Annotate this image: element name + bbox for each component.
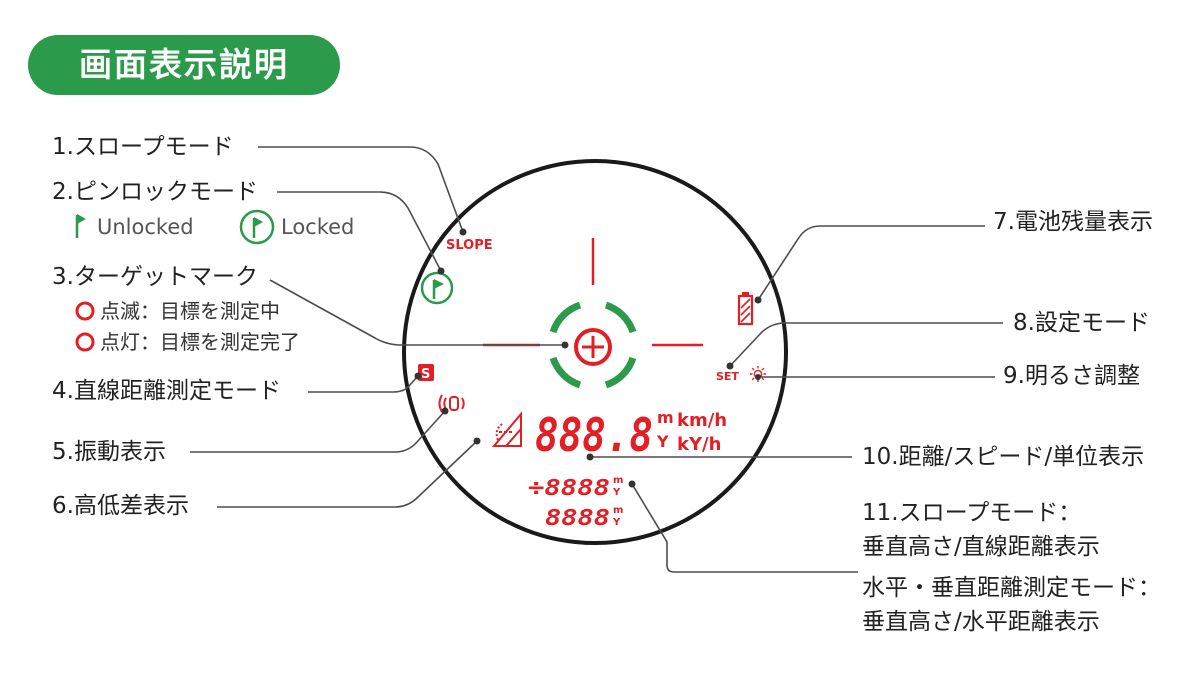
label-locked: Locked [281, 215, 355, 239]
label-target-blinking: 点滅：目標を測定中 [100, 299, 280, 323]
label-target-mark: 3.ターゲットマーク [52, 264, 258, 290]
label-slope-mode-sub-4: 垂直高さ/水平距離表示 [862, 609, 1100, 635]
unit-yard: Y [656, 432, 669, 451]
bracket-arc-bottom-right [604, 356, 637, 389]
label-distance-speed-unit: 10.距離/スピード/単位表示 [862, 444, 1145, 470]
vibration-icon [438, 394, 465, 413]
leader-line-7 [757, 225, 985, 301]
label-vibration: 5.振動表示 [52, 439, 166, 465]
label-unlocked: Unlocked [97, 215, 194, 239]
target-bracket-arcs [549, 301, 637, 389]
straight-mode-icon: S [418, 364, 434, 382]
target-ring-icon [75, 301, 95, 321]
leader-dot-7 [754, 296, 762, 304]
label-pin-lock-mode: 2.ピンロックモード [52, 179, 258, 205]
page-title: 画面表示説明 [28, 35, 340, 95]
leader-line-2 [277, 191, 442, 272]
label-slope-mode-sub-2: 垂直高さ/直線距離表示 [862, 534, 1100, 560]
target-crosshair-icon [574, 328, 612, 366]
sub-readout-2: 8888 [545, 506, 610, 531]
leader-dot-3 [561, 341, 569, 349]
unit-kyh: kY/h [677, 434, 721, 455]
leader-dot-6 [473, 437, 481, 445]
label-elevation: 6.高低差表示 [52, 493, 189, 519]
leader-line-1 [258, 146, 464, 233]
flag-icon [75, 214, 86, 238]
label-settings-mode: 8.設定モード [1013, 310, 1150, 336]
leader-dot-10 [586, 453, 594, 461]
leader-dot-1 [459, 228, 467, 236]
label-slope-mode-sub-3: 水平・垂直距離測定モード： [862, 575, 1161, 601]
pin-lock-icon [420, 271, 454, 305]
label-target-lit: 点灯：目標を測定完了 [100, 330, 300, 354]
label-battery: 7.電池残量表示 [993, 209, 1153, 235]
set-indicator: SET [716, 370, 739, 383]
leader-dot-11 [628, 480, 636, 488]
battery-icon [737, 292, 754, 326]
label-straight-distance-mode: 4.直線距離測定モード [52, 378, 281, 404]
sub-readout-1-unit-m: m [613, 475, 623, 486]
leader-dot-2 [437, 267, 445, 275]
leader-dot-5 [441, 407, 449, 415]
leader-dot-9 [755, 374, 761, 380]
bracket-arc-bottom-left [549, 356, 582, 389]
unit-kmh: km/h [677, 410, 727, 431]
main-distance-readout: 888.8 [535, 408, 653, 462]
sub-readout-1: ÷8888 [528, 476, 610, 501]
label-slope-mode: 1.スロープモード [52, 134, 234, 160]
label-brightness: 9.明るさ調整 [1003, 363, 1140, 389]
leader-line-11 [631, 483, 858, 573]
slope-indicator: SLOPE [446, 238, 493, 253]
sub-readout-2-unit-m: m [613, 505, 623, 516]
sub-readout-1-unit-yard: Y [612, 487, 621, 498]
leader-dots [414, 228, 762, 488]
target-ring-icon [75, 332, 95, 352]
leader-dot-4 [414, 372, 422, 380]
leader-line-4 [308, 375, 419, 393]
leader-line-6 [217, 440, 478, 508]
bracket-arc-top-right [604, 301, 637, 334]
pin-lock-legend-icon [239, 209, 275, 245]
leader-dot-8 [726, 362, 734, 370]
leader-line-3 [269, 279, 565, 346]
leader-line-8 [729, 322, 1003, 367]
viewfinder-ring [402, 159, 788, 545]
leader-line-5 [190, 410, 446, 453]
unit-m: m [657, 408, 674, 427]
bracket-arc-top-left [549, 301, 582, 334]
straight-mode-letter: S [421, 367, 430, 382]
elevation-triangle-icon [491, 411, 522, 447]
leader-lines [190, 146, 1003, 573]
label-slope-mode-sub-1: 11.スロープモード： [862, 500, 1082, 526]
sub-readout-2-unit-yard: Y [612, 517, 621, 528]
